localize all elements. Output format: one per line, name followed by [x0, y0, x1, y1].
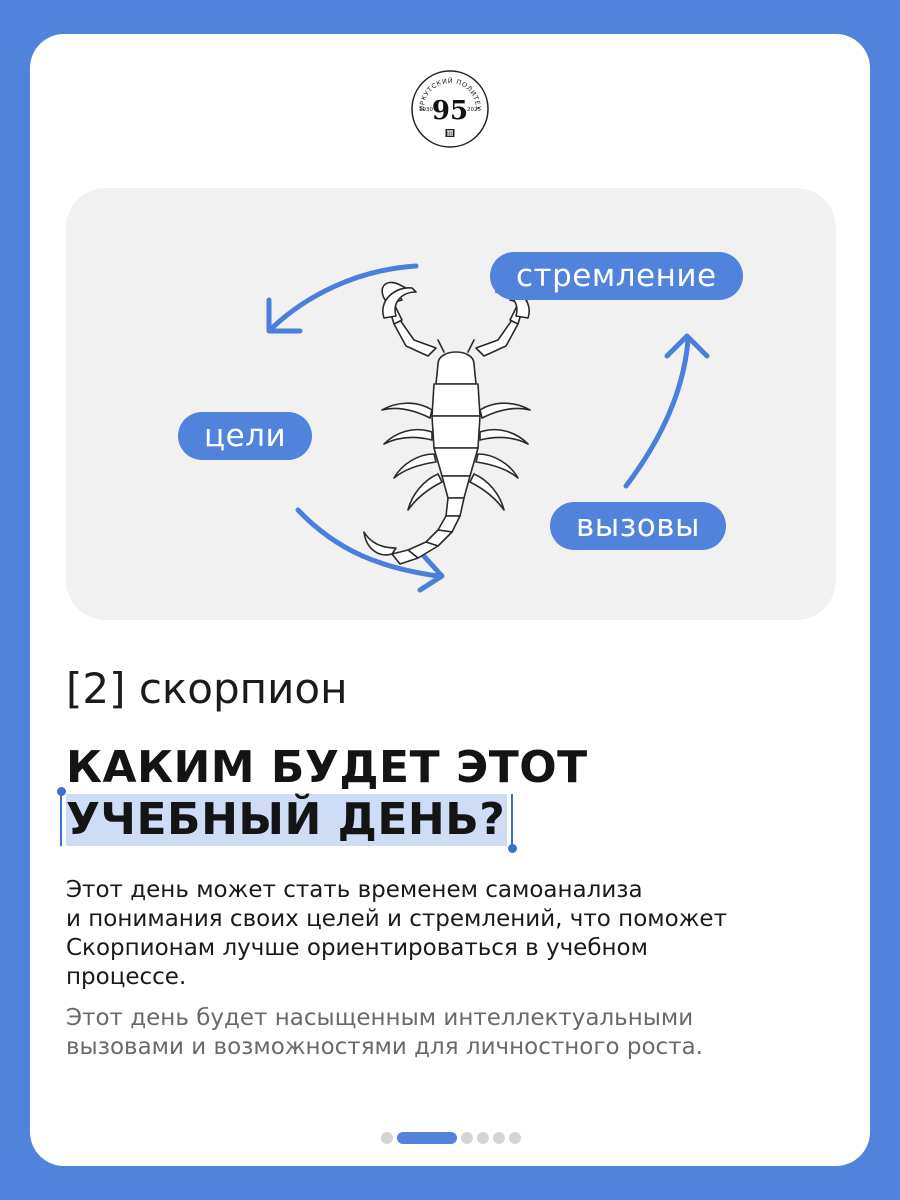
illustration-panel: цели стремление вызовы	[66, 188, 836, 620]
description-paragraph-1: Этот день может стать временем самоанали…	[66, 876, 846, 992]
p1-line-2: и понимания своих целей и стремлений, чт…	[66, 906, 727, 932]
page-dot-2-active[interactable]	[397, 1132, 457, 1144]
page-dot-5[interactable]	[493, 1132, 505, 1144]
p2-line-2: вызовами и возможностями для личностного…	[66, 1034, 703, 1060]
p2-line-1: Этот день будет насыщенным интеллектуаль…	[66, 1005, 694, 1031]
university-logo: ИРКУТСКИЙ ПОЛИТЕХ 95 1930 2025	[410, 69, 490, 149]
label-challenges: вызовы	[550, 502, 726, 550]
slide-card: ИРКУТСКИЙ ПОЛИТЕХ 95 1930 2025	[30, 34, 870, 1166]
p1-line-3: Скорпионам лучше ориентироваться в учебн…	[66, 935, 648, 961]
headline[interactable]: КАКИМ БУДЕТ ЭТОТ УЧЕБНЫЙ ДЕНЬ?	[56, 742, 588, 853]
label-goals: цели	[178, 412, 313, 460]
selection-end-handle[interactable]	[507, 794, 517, 853]
p1-line-1: Этот день может стать временем самоанали…	[66, 877, 643, 903]
headline-line-2-selected[interactable]: УЧЕБНЫЙ ДЕНЬ?	[56, 787, 517, 853]
p1-line-4: процессе.	[66, 964, 187, 990]
selection-start-handle[interactable]	[56, 787, 66, 846]
logo-number: 95	[432, 96, 468, 126]
pagination-dots	[381, 1132, 521, 1144]
headline-line-1: КАКИМ БУДЕТ ЭТОТ	[66, 742, 588, 793]
page-dot-4[interactable]	[477, 1132, 489, 1144]
description-paragraph-2: Этот день будет насыщенным интеллектуаль…	[66, 1004, 846, 1062]
page-dot-6[interactable]	[509, 1132, 521, 1144]
page-dot-1[interactable]	[381, 1132, 393, 1144]
sign-title: [2] скорпион	[66, 664, 348, 713]
logo-year-start: 1930	[419, 107, 433, 113]
page-dot-3[interactable]	[461, 1132, 473, 1144]
logo-year-end: 2025	[467, 107, 481, 113]
headline-line-2-text: УЧЕБНЫЙ ДЕНЬ?	[66, 794, 506, 845]
label-striving: стремление	[490, 252, 743, 300]
